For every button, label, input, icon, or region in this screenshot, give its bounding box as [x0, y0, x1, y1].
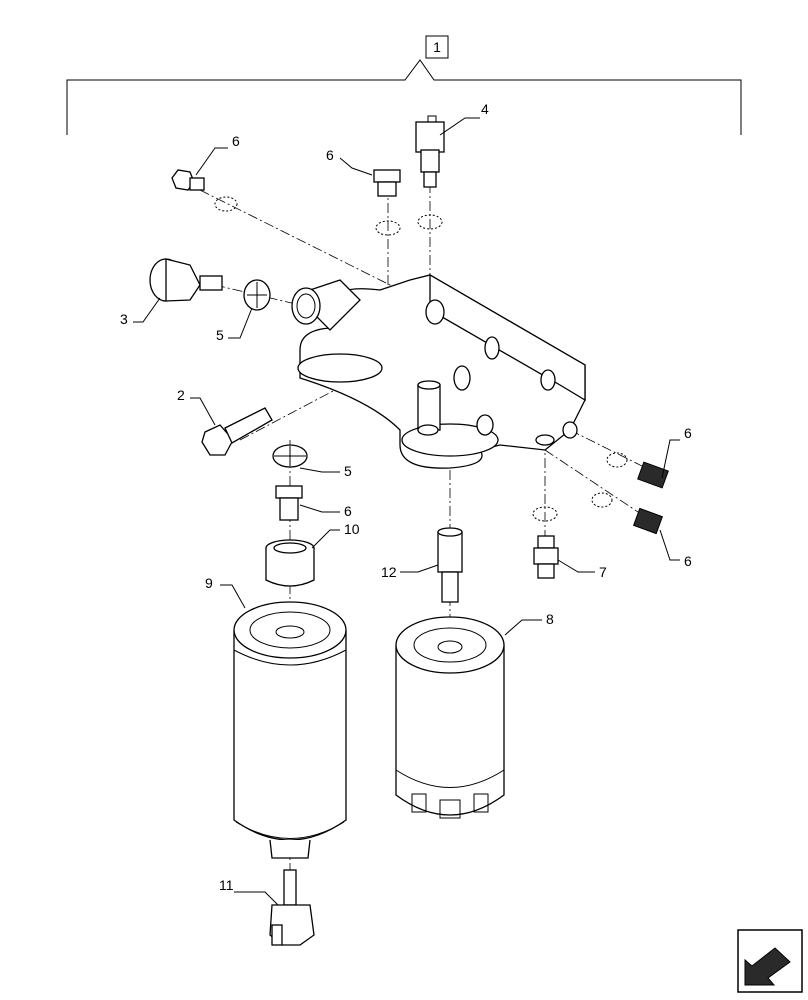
part-6-plug-right-upper — [606, 452, 669, 489]
part-11-drain-valve — [269, 869, 315, 946]
part-3-valve — [149, 258, 223, 302]
callout-11[interactable]: 11 — [219, 877, 234, 893]
part-9-fuel-filter — [233, 601, 347, 859]
part-8-oil-filter — [395, 616, 505, 819]
part-5-screen-lower — [272, 444, 308, 468]
callout-6[interactable]: 6 — [684, 425, 692, 441]
part-5-screen-upper — [243, 279, 271, 311]
part-6-plug-top-left — [171, 169, 238, 212]
callout-10[interactable]: 10 — [344, 521, 360, 537]
callout-numbers: 6 6 4 3 5 2 5 6 10 9 12 8 7 6 6 11 — [120, 101, 692, 893]
callout-3[interactable]: 3 — [120, 311, 128, 327]
part-12-nipple — [437, 527, 463, 603]
callout-5[interactable]: 5 — [344, 463, 352, 479]
callout-1[interactable]: 1 — [433, 39, 441, 55]
part-7-fitting — [532, 506, 559, 579]
navigation-arrow-icon[interactable] — [737, 929, 803, 993]
callout-6[interactable]: 6 — [344, 503, 352, 519]
part-2-bolt — [201, 407, 273, 456]
leader-lines — [133, 117, 680, 906]
callout-6[interactable]: 6 — [684, 553, 692, 569]
callout-7[interactable]: 7 — [599, 564, 607, 580]
assembly-bracket: 1 — [66, 35, 742, 135]
part-6-plug-right-lower — [591, 492, 663, 535]
callout-5[interactable]: 5 — [216, 327, 224, 343]
callout-6[interactable]: 6 — [232, 133, 240, 149]
part-6-plug-center — [275, 485, 303, 521]
callout-6[interactable]: 6 — [326, 147, 334, 163]
callout-2[interactable]: 2 — [177, 387, 185, 403]
callout-12[interactable]: 12 — [381, 564, 397, 580]
callout-8[interactable]: 8 — [546, 611, 554, 627]
part-4-sensor — [415, 115, 445, 188]
callout-4[interactable]: 4 — [481, 101, 489, 117]
filter-head-housing — [291, 273, 586, 469]
part-10-adapter-ring — [265, 539, 315, 587]
part-6-plug-top-center — [373, 169, 443, 236]
callout-9[interactable]: 9 — [205, 575, 213, 591]
